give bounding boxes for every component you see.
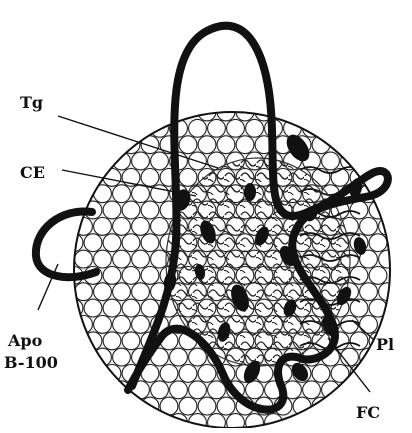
phospholipid-head — [75, 218, 93, 236]
phospholipid-head — [103, 332, 121, 350]
phospholipid-head — [132, 283, 150, 301]
phospholipid-head — [198, 397, 216, 415]
pl-label: Pl — [376, 335, 394, 354]
phospholipid-head — [122, 299, 140, 317]
phospholipid-head — [151, 152, 169, 170]
phospholipid-head — [141, 201, 159, 219]
phospholipid-head — [132, 250, 150, 268]
phospholipid-head — [141, 169, 159, 187]
phospholipid-head — [94, 283, 112, 301]
phospholipid-head — [360, 283, 378, 301]
phospholipid-head — [103, 267, 121, 285]
phospholipid-head — [141, 267, 159, 285]
phospholipid-head — [170, 381, 188, 399]
phospholipid-head — [189, 119, 207, 137]
phospholipid-head — [246, 381, 264, 399]
phospholipid-head — [94, 250, 112, 268]
phospholipid-head — [189, 381, 207, 399]
phospholipid-head — [208, 119, 226, 137]
phospholipid-head — [322, 152, 340, 170]
phospholipid-head — [151, 119, 169, 137]
phospholipid-head — [331, 169, 349, 187]
ce-label: CE — [20, 163, 45, 182]
phospholipid-head — [113, 283, 131, 301]
phospholipid-head — [217, 397, 235, 415]
phospholipid-head — [303, 381, 321, 399]
phospholipid-head — [227, 414, 245, 428]
phospholipid-head — [322, 381, 340, 399]
phospholipid-head — [113, 348, 131, 366]
phospholipid-head — [113, 316, 131, 334]
phospholipid-head — [246, 119, 264, 137]
phospholipid-head — [84, 234, 102, 252]
phospholipid-head — [350, 267, 368, 285]
phospholipid-head — [369, 267, 387, 285]
phospholipid-head — [113, 218, 131, 236]
phospholipid-head — [189, 348, 207, 366]
tg-label: Tg — [20, 93, 43, 112]
phospholipid-head — [179, 169, 197, 187]
phospholipid-head — [122, 201, 140, 219]
phospholipid-head — [132, 185, 150, 203]
phospholipid-head — [141, 299, 159, 317]
phospholipid-head — [94, 316, 112, 334]
phospholipid-head — [360, 316, 378, 334]
phospholipid-head — [350, 332, 368, 350]
phospholipid-head — [198, 136, 216, 154]
phospholipid-head — [350, 201, 368, 219]
phospholipid-head — [103, 234, 121, 252]
phospholipid-head — [103, 299, 121, 317]
phospholipid-head — [160, 365, 178, 383]
phospholipid-head — [312, 365, 330, 383]
phospholipid-head — [151, 218, 169, 236]
phospholipid-head — [113, 185, 131, 203]
phospholipid-head — [141, 234, 159, 252]
phospholipid-head — [132, 316, 150, 334]
phospholipid-head — [179, 136, 197, 154]
phospholipid-head — [84, 299, 102, 317]
phospholipid-head — [103, 169, 121, 187]
phospholipid-head — [113, 152, 131, 170]
phospholipid-head — [65, 234, 83, 252]
phospholipid-head — [103, 201, 121, 219]
phospholipid-head — [341, 316, 359, 334]
phospholipid-head — [379, 250, 397, 268]
phospholipid-head — [122, 267, 140, 285]
phospholipid-head — [132, 218, 150, 236]
phospholipid-head — [360, 218, 378, 236]
phospholipid-head — [75, 250, 93, 268]
phospholipid-head — [122, 234, 140, 252]
free-cholesterol-molecule — [244, 183, 256, 201]
phospholipid-head — [198, 103, 216, 121]
apo-label-line2: B-100 — [4, 353, 58, 372]
phospholipid-head — [236, 136, 254, 154]
fc-label: FC — [356, 403, 380, 422]
phospholipid-head — [94, 218, 112, 236]
phospholipid-head — [227, 119, 245, 137]
phospholipid-head — [179, 365, 197, 383]
phospholipid-head — [113, 250, 131, 268]
apo-label-line1: Apo — [7, 331, 43, 350]
phospholipid-head — [170, 348, 188, 366]
phospholipid-head — [217, 136, 235, 154]
phospholipid-head — [179, 397, 197, 415]
phospholipid-head — [198, 365, 216, 383]
phospholipid-head — [369, 234, 387, 252]
phospholipid-head — [122, 332, 140, 350]
phospholipid-head — [132, 152, 150, 170]
phospholipid-head — [151, 381, 169, 399]
phospholipid-head — [208, 381, 226, 399]
